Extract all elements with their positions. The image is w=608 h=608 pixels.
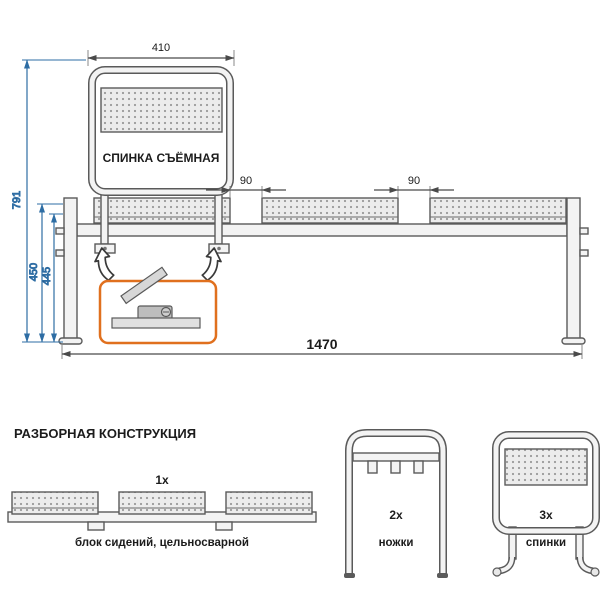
backrest-assembly: СПИНКА СЪЁМНАЯ	[88, 66, 234, 254]
foot-right	[561, 337, 586, 345]
seat-assembly	[76, 197, 568, 237]
dim-90-left-label: 90	[240, 175, 252, 187]
bench-assembly-drawing: СПИНКА СЪЁМНАЯ 410 90 90	[11, 42, 589, 359]
dim-seat-gaps: 90 90	[206, 175, 454, 197]
backrest-label: СПИНКА СЪЁМНАЯ	[103, 150, 220, 165]
seat-rail	[76, 223, 568, 237]
bracket-detail-drawing	[111, 266, 201, 329]
backrest-part-panel	[504, 448, 588, 486]
caption-backrest: спинки	[526, 537, 566, 549]
dim-791-label: 791	[11, 191, 23, 209]
part-seat-block: 1x блок сидений, цельносварной	[7, 473, 317, 549]
dim-410-label: 410	[152, 42, 170, 54]
dim-overall-length: 1470	[61, 336, 583, 359]
dim-frame-height: 445	[41, 213, 63, 343]
seat-panel-1	[93, 197, 231, 224]
detail-inset	[98, 266, 218, 345]
backrest-prong-left	[100, 191, 109, 245]
dim-445-label: 445	[41, 267, 53, 285]
parts-section-title: РАЗБОРНАЯ КОНСТРУКЦИЯ	[14, 426, 196, 441]
dim-90-right-label: 90	[408, 175, 420, 187]
dim-450-label: 450	[28, 263, 40, 281]
qty-backrest: 3x	[539, 508, 553, 522]
part-backrest: 3x спинки	[492, 431, 600, 577]
foot-left	[58, 337, 83, 345]
part-legs: 2x ножки	[344, 429, 448, 578]
seat-panel-2	[261, 197, 399, 224]
seat-panel-3	[429, 197, 567, 224]
leg-right	[566, 197, 581, 341]
backrest-prong-right	[214, 191, 223, 245]
qty-seat-block: 1x	[155, 473, 169, 487]
caption-legs: ножки	[379, 537, 414, 549]
dim-backrest-width: 410	[87, 42, 235, 66]
qty-legs: 2x	[389, 508, 403, 522]
dim-seat-height: 450	[28, 203, 63, 343]
backrest-perforated-panel	[100, 87, 223, 133]
bench-legs	[55, 197, 589, 345]
caption-seat-block: блок сидений, цельносварной	[75, 537, 249, 549]
parts-drawings: РАЗБОРНАЯ КОНСТРУКЦИЯ 1x блок сидений, ц…	[7, 426, 600, 578]
dim-1470-label: 1470	[306, 336, 337, 352]
leg-left	[63, 197, 78, 341]
leg-crossbar	[352, 452, 440, 462]
